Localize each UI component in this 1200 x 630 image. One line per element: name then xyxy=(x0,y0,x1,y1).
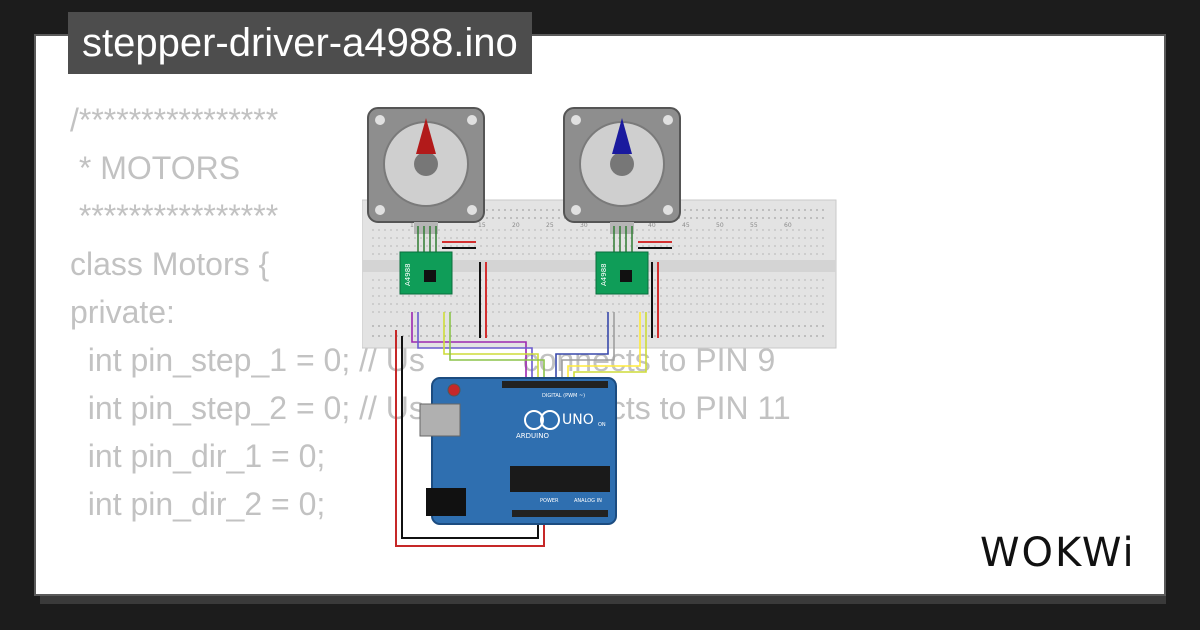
stepper-motor-1[interactable] xyxy=(367,107,485,234)
bb-number: 20 xyxy=(512,222,520,229)
code-line: int pin_dir_1 = 0; xyxy=(70,438,326,474)
driver-2-label: A4988 xyxy=(600,263,608,286)
driver-1-label: A4988 xyxy=(404,263,412,286)
arduino-uno[interactable]: UNO ARDUINO DIGITAL (PWM ~) POWER ANALOG… xyxy=(419,377,617,525)
bb-number: 45 xyxy=(682,222,690,229)
on-label: ON xyxy=(598,422,606,428)
code-line: /**************** xyxy=(70,102,279,138)
board-brand: ARDUINO xyxy=(516,432,549,440)
bb-number: 25 xyxy=(546,222,554,229)
bb-number: 55 xyxy=(750,222,758,229)
a4988-driver-2[interactable]: A4988 xyxy=(595,251,649,295)
motor-2-pointer xyxy=(612,118,632,154)
digital-header-label: DIGITAL (PWM ~) xyxy=(542,393,585,399)
power-header-label: POWER xyxy=(540,498,559,504)
bb-number: 15 xyxy=(478,222,486,229)
motor-1-pointer xyxy=(416,118,436,154)
circuit-diagram: 10 15 20 25 30 35 40 45 50 55 60 xyxy=(362,107,837,547)
bb-number: 40 xyxy=(648,222,656,229)
analog-header-label: ANALOG IN xyxy=(574,498,602,504)
frame-shadow xyxy=(40,596,1166,604)
code-line: private: xyxy=(70,294,175,330)
code-line: int pin_dir_2 = 0; xyxy=(70,486,326,522)
sketch-title: stepper-driver-a4988.ino xyxy=(68,12,532,74)
wokwi-logo: WOKWi xyxy=(980,530,1136,576)
code-line: int pin_step_2 = 0; // Us connects to PI… xyxy=(87,390,791,426)
brand-text: WOKWi xyxy=(980,530,1136,576)
code-line: class Motors { xyxy=(70,246,270,282)
bb-number: 60 xyxy=(784,222,792,229)
bb-number: 10 xyxy=(410,222,418,229)
board-label: UNO xyxy=(562,412,594,428)
bb-number: 50 xyxy=(716,222,724,229)
code-line: * MOTORS xyxy=(70,150,241,186)
stepper-motor-2[interactable] xyxy=(563,107,681,234)
a4988-driver-1[interactable]: A4988 xyxy=(399,251,453,295)
bb-number: 30 xyxy=(580,222,588,229)
code-line: **************** xyxy=(70,198,279,234)
